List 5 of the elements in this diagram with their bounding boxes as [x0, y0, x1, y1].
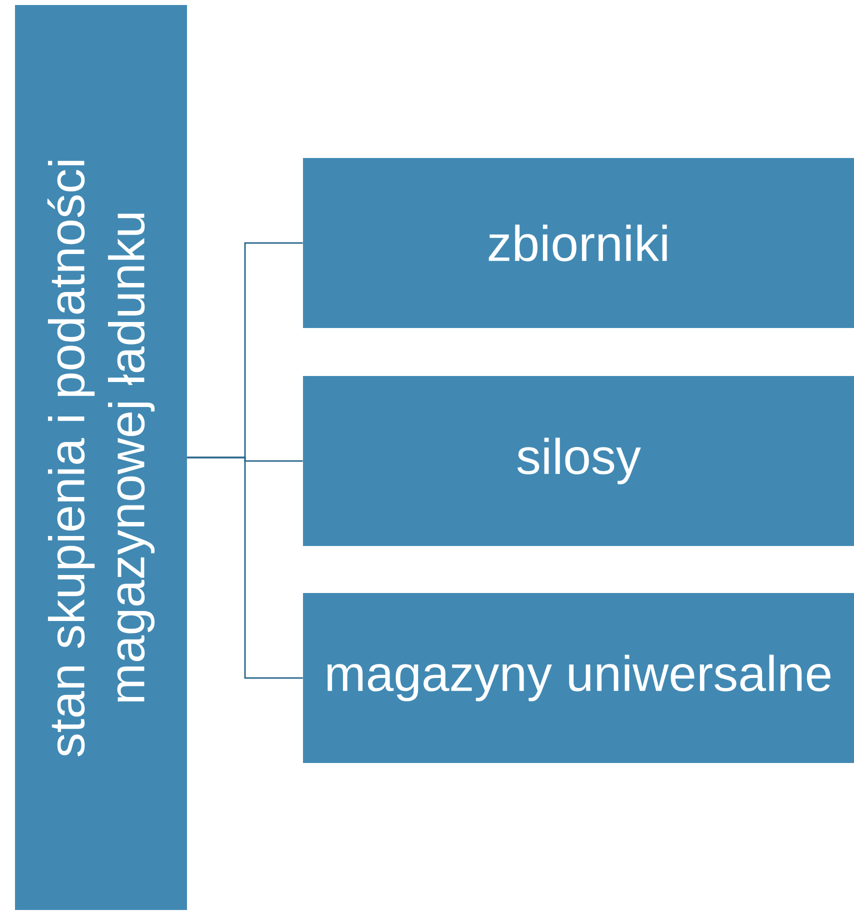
storage-type-box: magazyny uniwersalne	[303, 593, 854, 763]
storage-type-box: zbiorniki	[303, 158, 854, 328]
storage-type-box: silosy	[303, 376, 854, 546]
connector-line	[187, 456, 303, 679]
category-box: stan skupienia i podatności magazynowej ładunku	[15, 5, 187, 910]
